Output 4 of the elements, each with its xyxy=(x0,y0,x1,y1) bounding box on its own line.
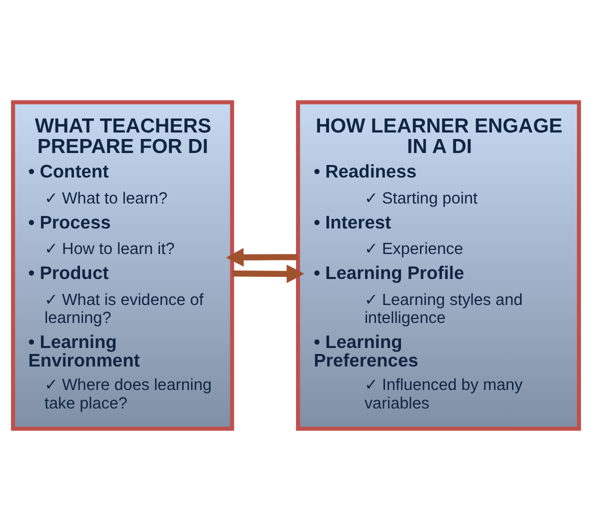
arrow xyxy=(225,248,298,267)
arrow xyxy=(232,264,304,284)
node-box: WHAT TEACHERS PREPARE FOR DI • Content ✓ What to learn? • Process ✓ How to learn it? • Product ✓ What is evidence of learning? • Learning Environment ✓ Where does learning take place? xyxy=(10,100,234,431)
node-box: HOW LEARNER ENGAGE IN A DI • Readiness ✓ Starting point • Interest ✓ Experience • Learning Profile ✓ Learning styles and intelligence • Learning Preferences ✓ Influenced by many variables xyxy=(296,100,580,431)
